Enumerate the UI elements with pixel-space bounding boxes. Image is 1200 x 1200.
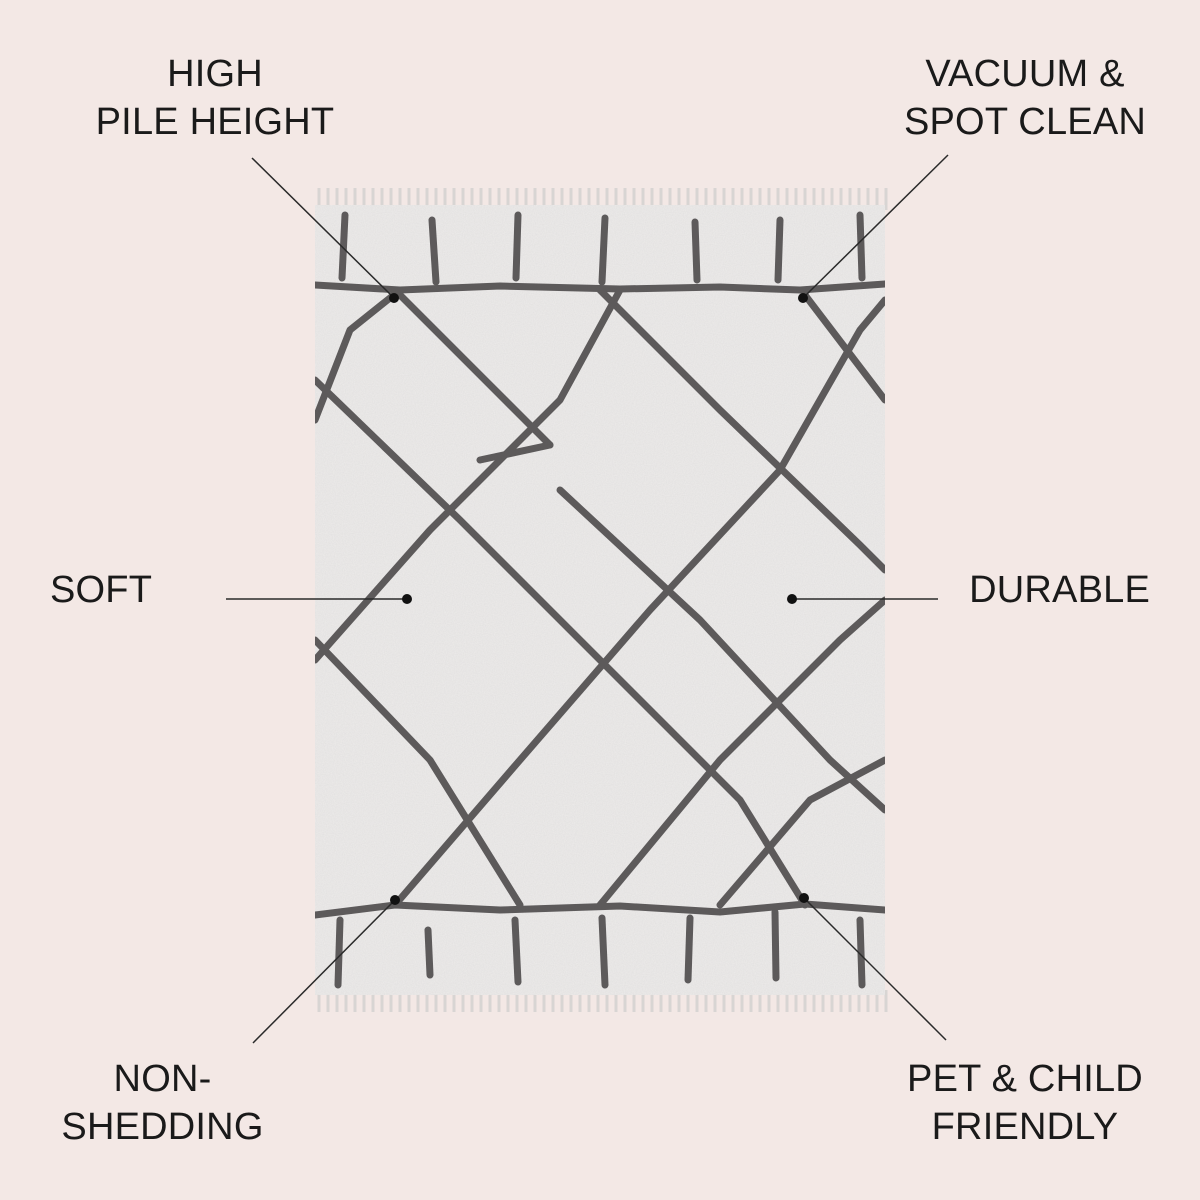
leader-line-vacuum	[802, 154, 949, 299]
leader-line-high-pile	[251, 157, 395, 299]
anchor-dot-non-shedding	[390, 895, 400, 905]
feature-label-soft: SOFT	[50, 566, 152, 614]
anchor-dot-high-pile	[389, 293, 399, 303]
feature-label-durable-text: DURABLE	[969, 569, 1150, 611]
feature-label-high-pile-line2: PILE HEIGHT	[95, 101, 335, 143]
feature-label-non-shedding-line1: NON-	[113, 1058, 212, 1100]
feature-label-non-shedding-line2: SHEDDING	[61, 1106, 264, 1148]
feature-label-pet-child: PET & CHILD FRIENDLY	[885, 1055, 1165, 1151]
feature-label-vacuum: VACUUM & SPOT CLEAN	[860, 50, 1190, 146]
feature-label-pet-child-line1: PET & CHILD	[907, 1058, 1143, 1100]
anchor-dot-durable	[787, 594, 797, 604]
feature-label-vacuum-line1: VACUUM &	[925, 53, 1125, 95]
anchor-dot-soft	[402, 594, 412, 604]
feature-label-pet-child-line2: FRIENDLY	[931, 1106, 1119, 1148]
anchor-dot-vacuum	[798, 293, 808, 303]
rug-fringe-top	[312, 188, 888, 210]
leader-line-pet-child	[803, 897, 947, 1041]
rug-fringe-bottom	[312, 990, 888, 1012]
feature-label-vacuum-line2: SPOT CLEAN	[903, 101, 1147, 143]
feature-label-durable: DURABLE	[969, 566, 1150, 614]
feature-label-high-pile-line1: HIGH	[167, 53, 263, 95]
feature-label-non-shedding: NON- SHEDDING	[40, 1055, 285, 1151]
rug-pattern	[315, 211, 885, 989]
anchor-dot-pet-child	[799, 893, 809, 903]
feature-label-high-pile: HIGH PILE HEIGHT	[40, 50, 390, 146]
leader-line-non-shedding	[252, 899, 396, 1044]
feature-label-soft-text: SOFT	[50, 569, 153, 611]
